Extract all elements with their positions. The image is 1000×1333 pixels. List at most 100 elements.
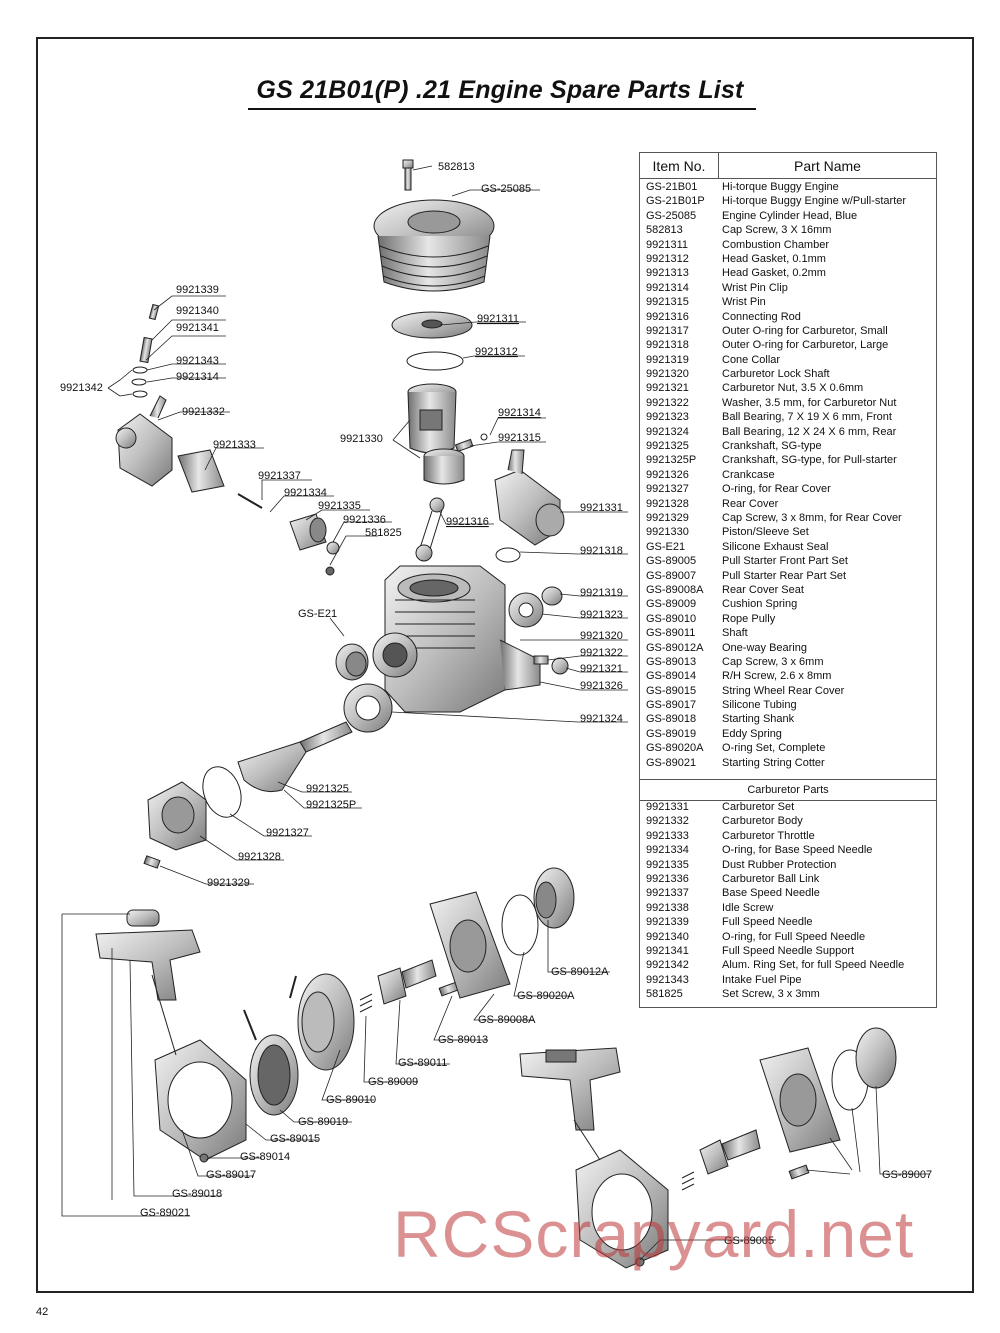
item-number: 9921333 bbox=[646, 829, 689, 842]
item-number: GS-89009 bbox=[646, 598, 697, 611]
table-row: 9921326 Crankcase bbox=[640, 468, 936, 482]
callout-9921318: 9921318 bbox=[580, 545, 623, 557]
part-name: O-ring, for Base Speed Needle bbox=[722, 844, 873, 857]
carburetor-o-ring bbox=[495, 547, 521, 563]
part-name: Set Screw, 3 x 3mm bbox=[722, 988, 820, 1001]
callout-9921326: 9921326 bbox=[580, 680, 623, 692]
callout-9921336: 9921336 bbox=[343, 514, 386, 526]
part-name: Engine Cylinder Head, Blue bbox=[722, 209, 858, 222]
part-name: Ball Bearing, 7 X 19 X 6 mm, Front bbox=[722, 411, 892, 424]
callout-gs-89008a: GS-89008A bbox=[478, 1014, 536, 1026]
cushion-spring bbox=[359, 993, 373, 1013]
part-name: Carburetor Ball Link bbox=[722, 872, 820, 885]
carburetor-parts-header: Carburetor Parts bbox=[640, 779, 936, 801]
part-name: Wrist Pin bbox=[722, 296, 766, 309]
item-number: GS-21B01 bbox=[646, 181, 698, 193]
item-number: GS-89014 bbox=[646, 670, 697, 683]
title-underline bbox=[248, 108, 756, 110]
rear-cover-seat bbox=[429, 891, 511, 999]
head-gasket bbox=[406, 351, 464, 371]
cylinder-sleeve bbox=[407, 383, 457, 454]
crankcase bbox=[372, 565, 541, 713]
callout-9921328: 9921328 bbox=[238, 851, 281, 863]
table-row: GS-89009 Cushion Spring bbox=[640, 597, 936, 611]
watermark: RCScrapyard.net bbox=[393, 1197, 915, 1271]
table-row: 9921328 Rear Cover bbox=[640, 497, 936, 511]
part-name: Full Speed Needle Support bbox=[722, 944, 855, 957]
callout-9921331: 9921331 bbox=[580, 502, 623, 514]
pull-starter-right bbox=[519, 1027, 897, 1269]
wrist-pin-clip bbox=[480, 433, 488, 441]
item-number: 9921328 bbox=[646, 497, 689, 510]
item-number: 9921339 bbox=[646, 916, 689, 929]
part-name: Idle Screw bbox=[722, 901, 774, 914]
part-name: Cap Screw, 3 x 6mm bbox=[722, 655, 824, 668]
combustion-chamber bbox=[391, 311, 473, 339]
carburetor-throttle bbox=[177, 449, 225, 493]
callout-9921314-b: 9921314 bbox=[498, 407, 541, 419]
item-number: 9921324 bbox=[646, 425, 689, 438]
pull-starter-shaft bbox=[377, 959, 437, 1005]
part-name: Starting Shank bbox=[722, 713, 795, 726]
part-name: Rear Cover bbox=[722, 497, 779, 510]
part-name: Silicone Exhaust Seal bbox=[722, 540, 829, 553]
part-name: Cushion Spring bbox=[722, 598, 798, 611]
callout-gs-89020a: GS-89020A bbox=[517, 990, 575, 1002]
item-number: GS-89015 bbox=[646, 684, 697, 697]
callout-gs-89011: GS-89011 bbox=[398, 1057, 447, 1069]
item-number: GS-89018 bbox=[646, 713, 697, 726]
dust-rubber-protection bbox=[289, 513, 327, 551]
callout-gs-89007: GS-89007 bbox=[882, 1169, 932, 1181]
needle-ring-3 bbox=[132, 390, 148, 398]
part-name: Outer O-ring for Carburetor, Large bbox=[722, 339, 889, 352]
leader-lines bbox=[61, 165, 930, 1261]
part-name: Crankshaft, SG-type, for Pull-starter bbox=[722, 454, 897, 467]
connecting-rod bbox=[415, 497, 445, 562]
item-number: GS-89013 bbox=[646, 655, 697, 668]
part-name: Shaft bbox=[722, 627, 748, 640]
item-number: 9921335 bbox=[646, 858, 689, 871]
item-number: GS-21B01P bbox=[646, 195, 705, 208]
item-number: 9921326 bbox=[646, 468, 689, 481]
item-number: 9921316 bbox=[646, 310, 689, 323]
callout-9921342: 9921342 bbox=[60, 382, 103, 394]
base-speed-needle bbox=[237, 493, 263, 509]
page-frame bbox=[36, 37, 974, 1293]
callout-9921343: 9921343 bbox=[176, 355, 219, 367]
item-number: GS-89021 bbox=[646, 756, 697, 769]
callout-gs-e21: GS-E21 bbox=[298, 608, 337, 620]
item-number: 9921332 bbox=[646, 815, 689, 828]
part-name: Ball Bearing, 12 X 24 X 6 mm, Rear bbox=[722, 425, 897, 438]
callout-gs-89005: GS-89005 bbox=[724, 1235, 774, 1247]
part-name: Washer, 3.5 mm, for Carburetor Nut bbox=[722, 396, 897, 409]
rear-cover-o-ring bbox=[202, 766, 242, 818]
table-header: Item No. Part Name bbox=[640, 153, 936, 179]
item-number: 9921323 bbox=[646, 411, 689, 424]
item-number: 9921314 bbox=[646, 281, 689, 294]
part-name: O-ring, for Rear Cover bbox=[722, 483, 831, 496]
item-number: 9921325P bbox=[646, 454, 697, 467]
callout-9921333: 9921333 bbox=[213, 439, 256, 451]
part-name: Piston/Sleeve Set bbox=[722, 526, 809, 539]
part-name: Crankcase bbox=[722, 468, 775, 481]
